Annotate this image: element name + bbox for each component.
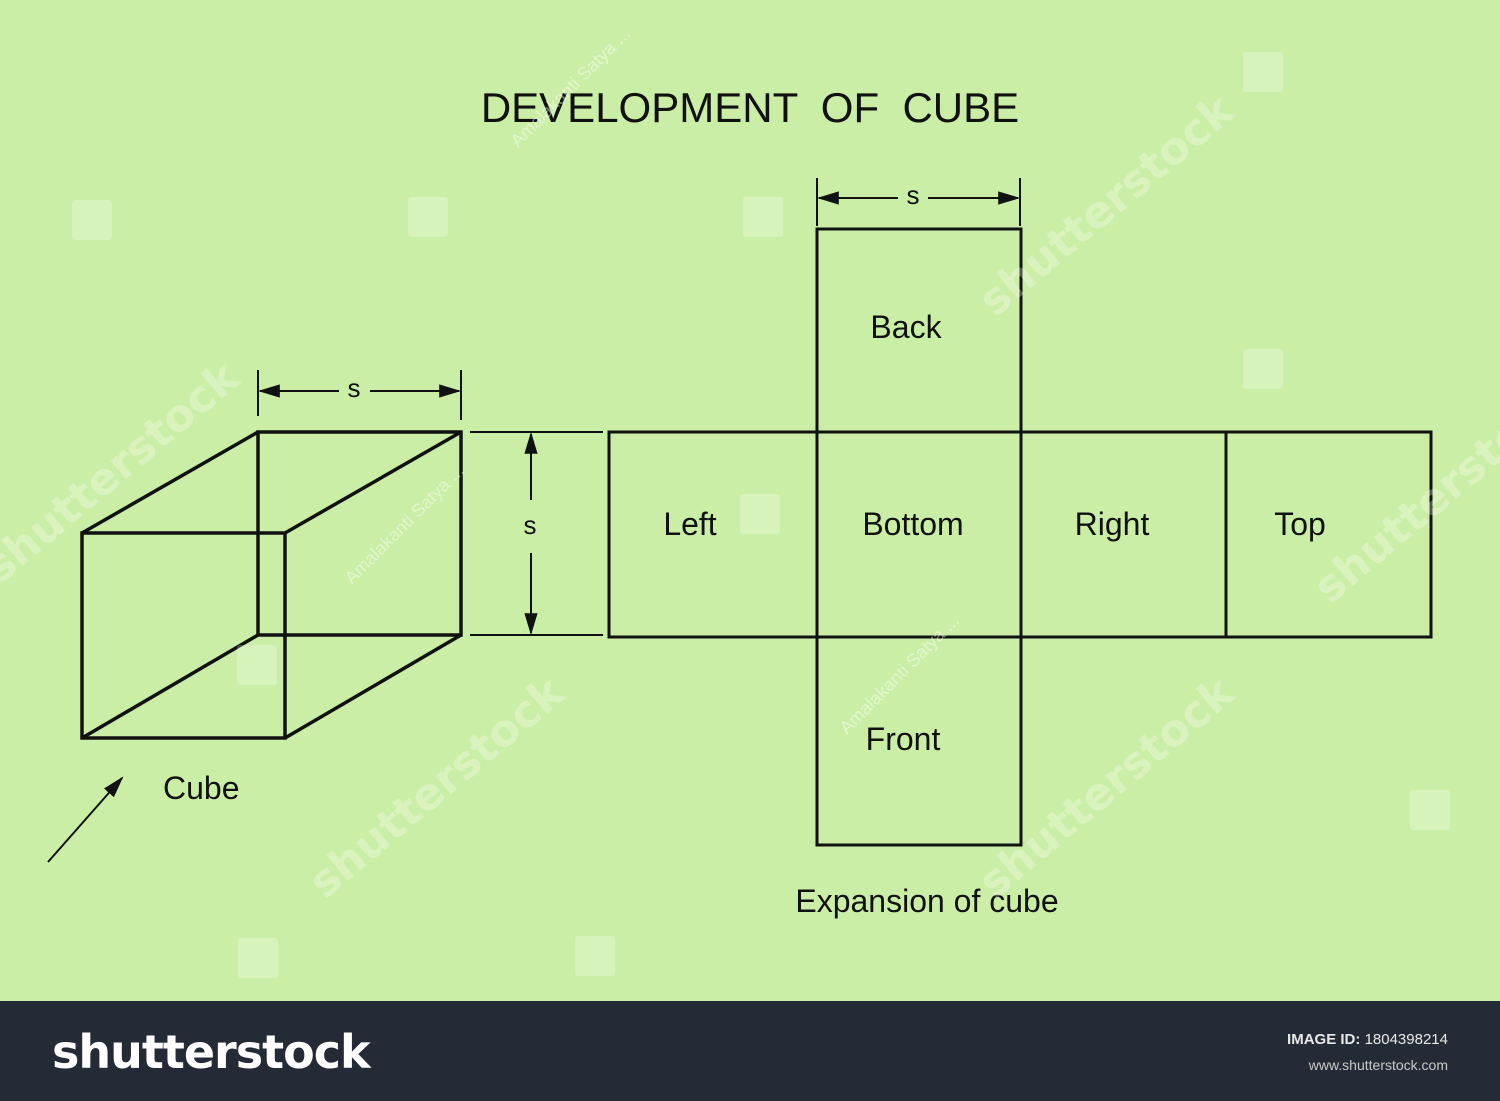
cube-pointer-arrow (47, 776, 124, 863)
watermark-author: Amalakanti Satya ... (836, 610, 963, 737)
cube-edge (284, 633, 462, 740)
cube-caption: Cube (163, 770, 240, 806)
cube-height-label: s (524, 510, 537, 540)
cube-wireframe (80, 430, 463, 740)
watermark-author: Amalakanti Satya ... (341, 460, 468, 587)
cube-edge (81, 430, 259, 535)
net-face-front (815, 635, 1023, 847)
face-label-bottom: Bottom (862, 506, 963, 542)
cube-width-dimension (257, 370, 462, 420)
net-face-top (1224, 430, 1433, 639)
cube-net (607, 227, 1433, 847)
footer-site: www.shutterstock.com (1308, 1057, 1448, 1073)
cube-height-dimension (470, 431, 603, 636)
diagram-title: DEVELOPMENT OF CUBE (481, 84, 1019, 131)
net-width-dimension (816, 178, 1021, 226)
watermark-brand: shutterstock (0, 351, 250, 594)
net-caption: Expansion of cube (795, 883, 1058, 919)
cube-edge (284, 430, 462, 535)
image-id-value: 1804398214 (1364, 1031, 1448, 1048)
watermark-badges (72, 52, 1450, 978)
watermark-brand: shutterstock (299, 666, 575, 909)
net-width-label: s (907, 180, 920, 210)
footer-bar: shutterstock IMAGE ID: 1804398214 www.sh… (0, 1001, 1500, 1101)
face-label-right: Right (1075, 506, 1150, 542)
face-label-left: Left (663, 506, 716, 542)
image-id: IMAGE ID: 1804398214 (1287, 1031, 1448, 1048)
cube-width-label: s (348, 373, 361, 403)
footer-logo: shutterstock (52, 1025, 371, 1079)
cube-back-face (256, 430, 463, 637)
face-label-front: Front (866, 721, 941, 757)
watermark-brand: shutterstock (1304, 371, 1500, 614)
watermark-brand: shutterstock (969, 666, 1245, 909)
image-id-label: IMAGE ID: (1287, 1031, 1361, 1048)
face-label-top: Top (1274, 506, 1326, 542)
face-label-back: Back (870, 309, 942, 345)
cube-edge (81, 633, 259, 740)
cube-development-diagram: DEVELOPMENT OF CUBE s s Cube (0, 23, 1500, 978)
